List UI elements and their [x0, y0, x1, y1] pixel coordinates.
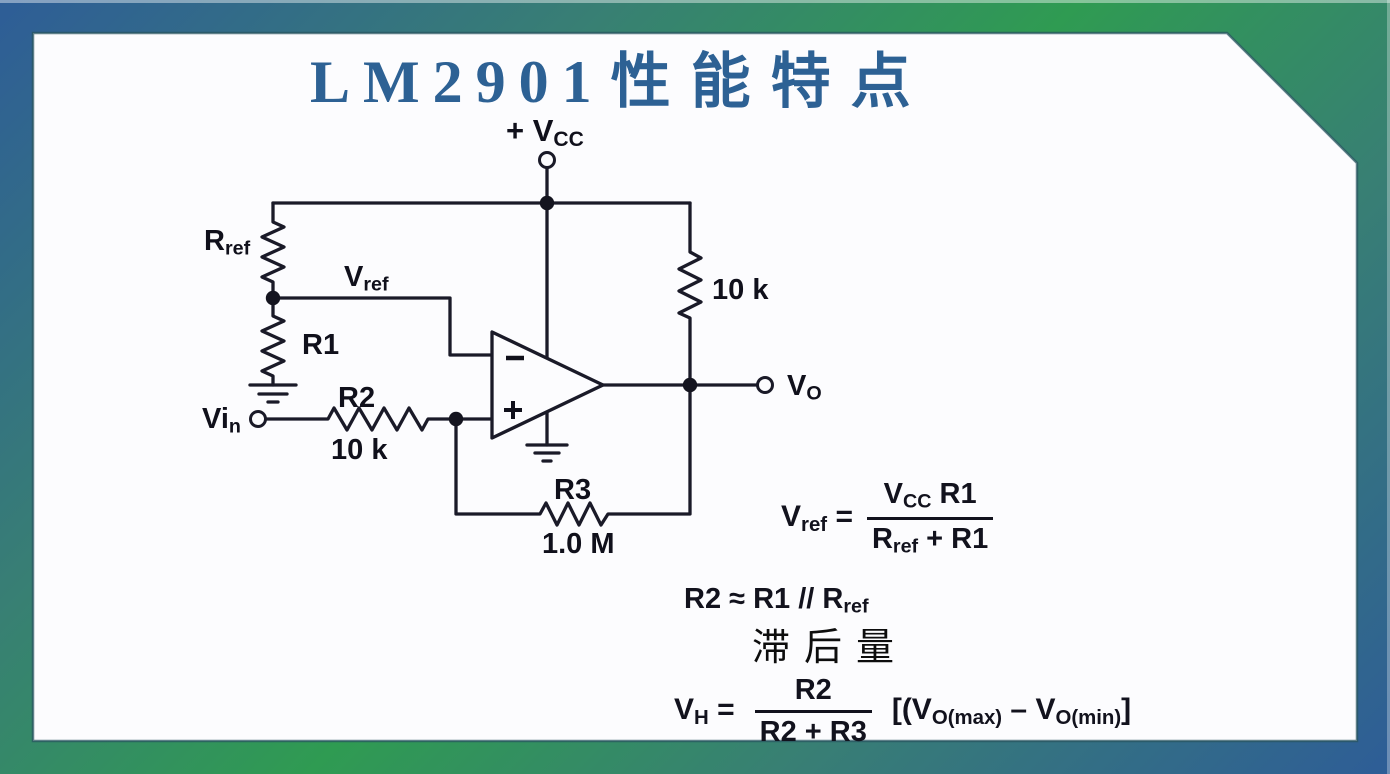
formula-vref-fraction: VCC R1 Rref + R1	[866, 477, 994, 559]
junction-dot-icon	[265, 290, 281, 306]
junction-dot-icon	[448, 411, 464, 427]
hysteresis-heading: 滞后量	[752, 627, 909, 669]
formula-vref-denominator: Rref + R1	[871, 522, 989, 558]
label-r2-value: 10 k	[331, 434, 388, 466]
formula-vref-numerator: VCC R1	[883, 478, 977, 513]
title-cjk: 性能特点	[610, 49, 931, 115]
fraction-bar	[754, 710, 872, 713]
label-r1: R1	[302, 329, 340, 361]
formula-vh-lhs: VH =	[674, 693, 735, 729]
formula-vh-numerator: R2	[794, 674, 832, 706]
plus-icon	[504, 401, 522, 419]
label-r3-value: 1.0 M	[542, 528, 615, 560]
border-highlight-right	[1387, 0, 1390, 774]
label-vin: Vin	[202, 403, 241, 438]
label-vcc: + VCC	[506, 113, 584, 152]
formula-vh-fraction: R2 R2 + R3	[754, 673, 872, 750]
title-latin: LM2901	[310, 49, 605, 115]
wire-vref	[271, 296, 494, 357]
junction-dot-icon	[539, 195, 555, 211]
resistor-r1	[260, 296, 286, 387]
resistor-r3-feedback	[454, 383, 692, 527]
junction-dot-icon	[682, 377, 698, 393]
formula-vh-denominator: R2 + R3	[759, 716, 867, 748]
ground-icon	[525, 443, 569, 463]
formula-r2: R2 ≈ R1 // Rref	[684, 583, 869, 618]
formula-vh: VH = R2 R2 + R3 [(VO(max) – VO(min)]	[674, 673, 1131, 750]
formula-vref: Vref = VCC R1 Rref + R1	[781, 477, 994, 559]
vo-terminal-icon	[756, 376, 774, 394]
formula-vref-lhs: Vref =	[781, 499, 853, 536]
label-r3: R3	[554, 474, 592, 506]
resistor-r2	[264, 406, 494, 432]
border-highlight-top	[0, 0, 1390, 3]
ground-icon	[248, 383, 298, 404]
fraction-bar	[866, 516, 994, 520]
vin-terminal-icon	[249, 410, 267, 428]
label-pullup-value: 10 k	[712, 274, 769, 306]
formula-vh-bracket: [(VO(max) – VO(min)]	[891, 693, 1132, 729]
label-rref: Rref	[204, 225, 251, 260]
vcc-terminal-icon	[538, 151, 556, 169]
resistor-rref	[260, 201, 286, 300]
label-vref: Vref	[344, 261, 389, 296]
resistor-pullup	[677, 201, 703, 387]
label-r2: R2	[338, 382, 376, 414]
label-vo: VO	[787, 370, 822, 405]
